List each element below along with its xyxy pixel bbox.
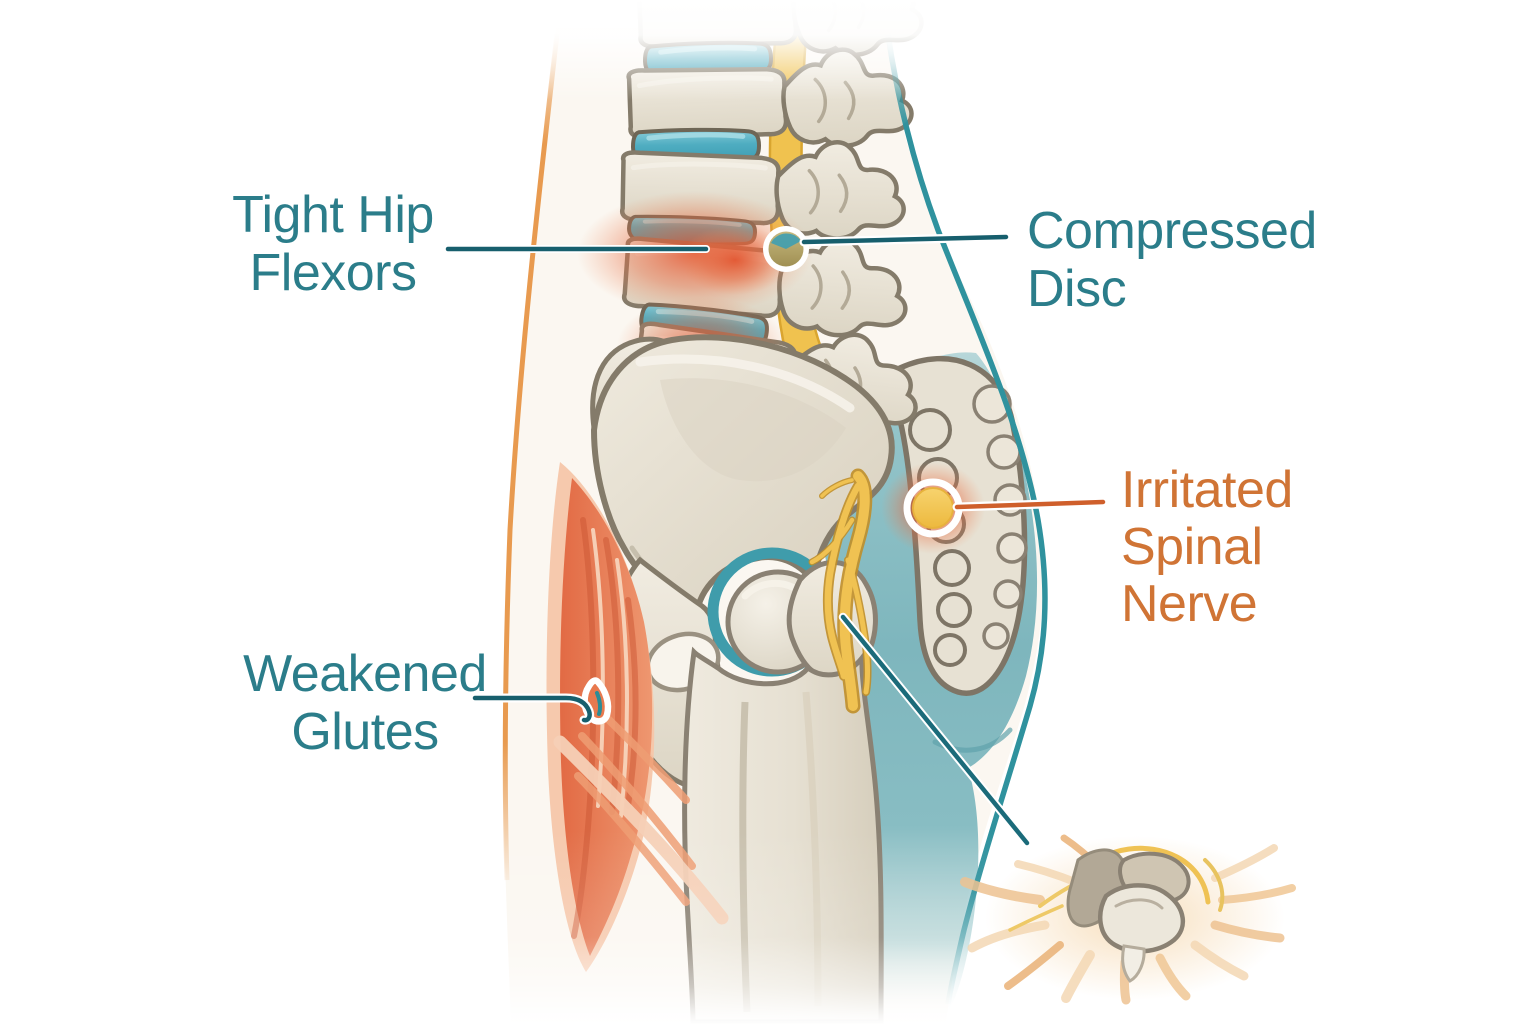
compressed-disc-marker (763, 226, 809, 272)
leader-line-irritated-spinal-nerve (952, 497, 1108, 512)
label-irritated-spinal-nerve-line1: Irritated (1121, 461, 1293, 519)
label-tight-hip-flexors-line2: Flexors (249, 244, 417, 302)
label-compressed-disc-line1: Compressed (1027, 202, 1317, 260)
leader-line-weakened-glutes (470, 693, 595, 725)
top-fade (440, 0, 1080, 100)
bottom-fade (440, 830, 1020, 1024)
inset-connector-line (838, 612, 1032, 848)
label-irritated-spinal-nerve-line2: Spinal (1121, 518, 1263, 576)
label-tight-hip-flexors-line1: Tight Hip (232, 186, 434, 244)
label-weakened-glutes-line2: Glutes (291, 703, 439, 761)
sacral-nerves (808, 468, 873, 714)
front-outline (502, 33, 560, 881)
label-weakened-glutes: Weakened Glutes (210, 645, 520, 761)
leader-line-compressed-disc (799, 232, 1011, 247)
label-weakened-glutes-line1: Weakened (243, 645, 487, 703)
nerve-closeup-inset (960, 834, 1296, 1005)
label-irritated-spinal-nerve-line3: Nerve (1121, 575, 1258, 633)
label-compressed-disc-line2: Disc (1027, 260, 1127, 318)
label-tight-hip-flexors: Tight Hip Flexors (168, 186, 498, 302)
label-compressed-disc: Compressed Disc (1027, 202, 1317, 318)
label-irritated-spinal-nerve: Irritated Spinal Nerve (1121, 462, 1293, 633)
